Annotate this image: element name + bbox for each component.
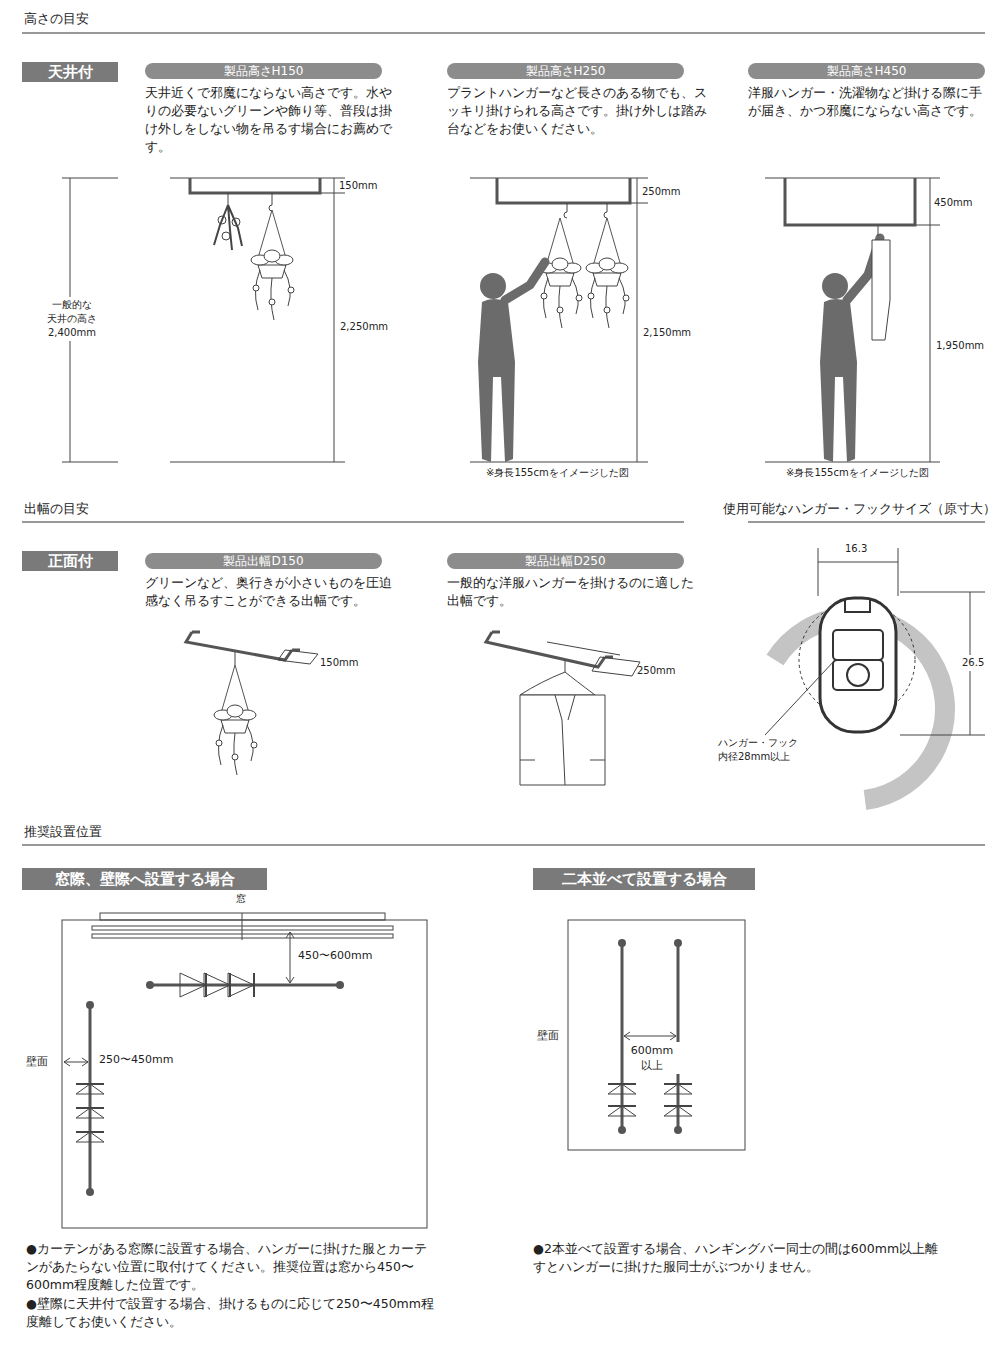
- product-pill: 製品出幅D250: [447, 553, 684, 569]
- dimension: 16.3: [845, 542, 867, 556]
- node-text: 製品出幅D250: [525, 553, 605, 570]
- dimension: 150mm: [339, 179, 378, 193]
- node-text: 天井付: [48, 63, 93, 82]
- section-title: 推奨設置位置: [24, 823, 102, 841]
- section-badge: 二本並べて設置する場合: [533, 868, 755, 890]
- dimension: 600mm 以上: [624, 1042, 680, 1074]
- section-title: 出幅の目安: [24, 500, 89, 518]
- section-badge: 窓際、壁際へ設置する場合: [22, 868, 267, 890]
- dimension: 150mm: [320, 656, 359, 670]
- dimension: 450mm: [934, 196, 973, 210]
- note: ●壁際に天井付で設置する場合、掛けるものに応じて250〜450mm程度離してお使…: [26, 1295, 436, 1331]
- node-text: 製品高さH250: [526, 63, 606, 80]
- dimension: 250mm: [642, 185, 681, 199]
- node-text: 窓際、壁際へ設置する場合: [55, 870, 235, 889]
- callout: ハンガー・フック 内径28mm以上: [718, 736, 828, 764]
- description: 天井近くで邪魔にならない高さです。水やりの必要ないグリーンや飾り等、普段は掛け外…: [145, 84, 395, 156]
- description: グリーンなど、奥行きが小さいものを圧迫感なく吊るすことができる出幅です。: [145, 574, 395, 610]
- dimension: 一般的な 天井の高さ 2,400mm: [30, 297, 114, 341]
- note: ※身長155cmをイメージした図: [486, 466, 629, 480]
- description: 一般的な洋服ハンガーを掛けるのに適した出幅です。: [447, 574, 697, 610]
- description: プラントハンガーなど長さのある物でも、スッキリ掛けられる高さです。掛け外しは踏み…: [447, 84, 707, 138]
- section-badge: 正面付: [22, 551, 118, 571]
- description: 洋服ハンガー・洗濯物など掛ける際に手が届き、かつ邪魔にならない高さです。: [748, 84, 993, 120]
- dimension: 450〜600mm: [298, 948, 372, 963]
- note: ●カーテンがある窓際に設置する場合、ハンガーに掛けた服とカーテンがあたらない位置…: [26, 1240, 436, 1294]
- section-badge: 天井付: [22, 62, 118, 82]
- product-pill: 製品高さH450: [748, 63, 985, 79]
- node-text: 製品高さH150: [224, 63, 304, 80]
- dimension: 2,250mm: [338, 319, 390, 335]
- dimension: 26.5: [960, 655, 986, 671]
- part-label: 窓: [236, 892, 246, 906]
- node-text: 製品高さH450: [827, 63, 907, 80]
- node-text: 二本並べて設置する場合: [562, 870, 727, 889]
- product-pill: 製品出幅D150: [145, 553, 382, 569]
- node-text: 製品出幅D150: [223, 553, 303, 570]
- dimension: 250mm: [637, 664, 676, 678]
- product-pill: 製品高さH150: [145, 63, 382, 79]
- note: ●2本並べて設置する場合、ハンギングバー同士の間は600mm以上離すとハンガーに…: [533, 1240, 943, 1276]
- product-pill: 製品高さH250: [447, 63, 684, 79]
- dimension: 250〜450mm: [99, 1052, 173, 1067]
- section-title: 使用可能なハンガー・フックサイズ（原寸大）: [723, 500, 996, 518]
- dimension: 2,150mm: [641, 325, 693, 341]
- dimension: 1,950mm: [934, 338, 986, 354]
- note: ※身長155cmをイメージした図: [786, 466, 929, 480]
- node-text: 正面付: [48, 552, 93, 571]
- part-label: 壁面: [26, 1054, 48, 1069]
- section-title: 高さの目安: [24, 10, 89, 28]
- part-label: 壁面: [537, 1028, 559, 1043]
